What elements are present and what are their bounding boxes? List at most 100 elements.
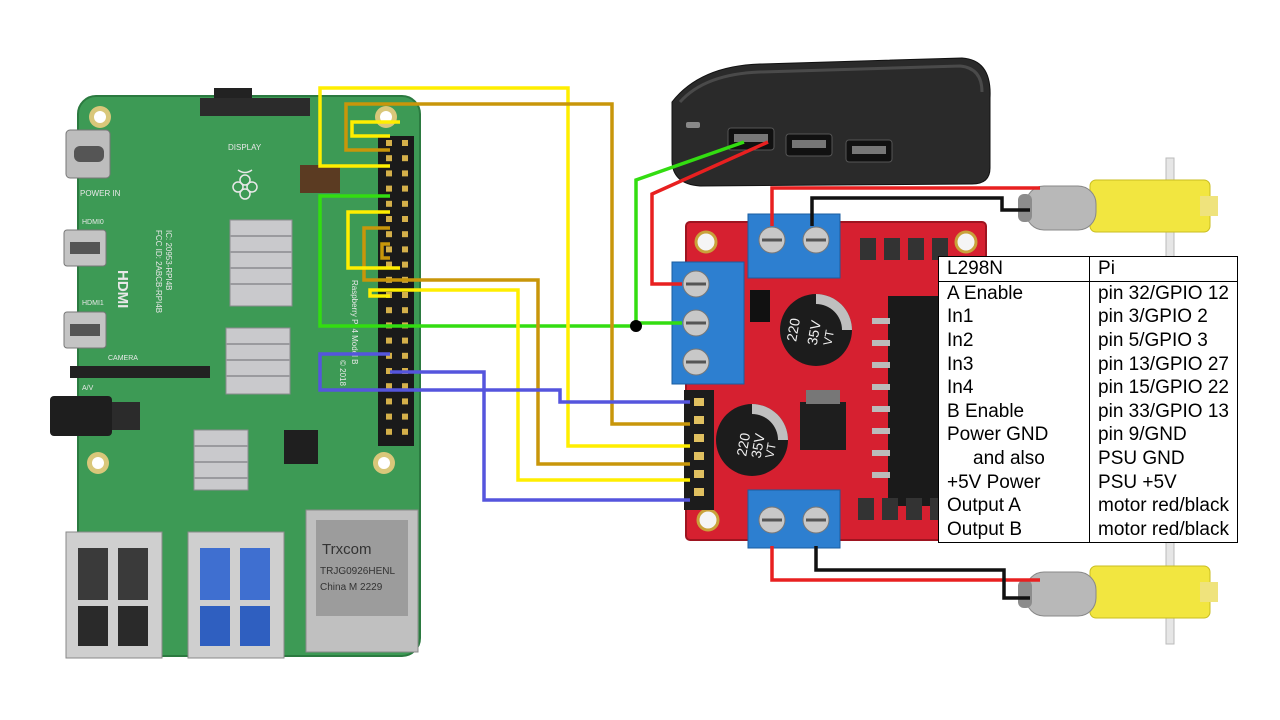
control-header-pin — [694, 488, 704, 496]
hdmi0-label: HDMI0 — [82, 219, 104, 226]
gpio-pin — [386, 398, 392, 405]
gpio-pin — [402, 155, 408, 162]
l298n-pin-cell: Output A — [938, 494, 1091, 518]
gpio-pin — [402, 398, 408, 405]
cpu-heatsink — [229, 219, 293, 307]
l298n-lead — [872, 384, 890, 390]
motor-a-red-wire — [770, 186, 1040, 226]
micro-usb-input — [686, 122, 700, 128]
motor-a-terminal — [747, 213, 841, 279]
gpio-pin — [386, 231, 392, 238]
ethernet-part: TRJG0926HENL — [320, 566, 395, 577]
motor-b — [1018, 539, 1218, 645]
power-bank — [671, 57, 991, 187]
gpio-pin — [402, 261, 408, 268]
gpio-pin — [386, 246, 392, 253]
motor-b-terminal — [747, 489, 841, 549]
capacitor-1-mark: VT — [820, 328, 837, 346]
motor-b-black-wire — [814, 546, 1030, 600]
hdmi1-label: HDMI1 — [82, 300, 104, 307]
pin-table-header-row: L298N Pi — [938, 256, 1238, 282]
gpio-pin — [402, 383, 408, 390]
l298n-lead — [872, 472, 890, 478]
gpio-pin — [386, 216, 392, 222]
l298n-pin-cell: In2 — [938, 329, 1091, 353]
l298n-pin-cell: A Enable — [938, 281, 1091, 306]
gpio-pin — [386, 413, 392, 420]
in1-yellow-wire — [318, 86, 690, 448]
l298n-lead — [872, 362, 890, 368]
gpio-pin — [386, 155, 392, 162]
gpio-pin — [386, 368, 392, 374]
pi-pin-cell: pin 33/GPIO 13 — [1098, 400, 1229, 422]
wires — [318, 86, 1040, 600]
usb2-ports — [65, 531, 163, 659]
motor-a — [1018, 157, 1218, 263]
gpio-pin — [386, 261, 392, 268]
in2-amber-wire — [344, 102, 690, 426]
fcc-label: FCC ID: 2ABCB-RPI4B — [154, 230, 163, 313]
capacitor-2: 220 35V VT — [716, 404, 788, 476]
pin-table-row: B Enable pin 33/GPIO 13 — [938, 399, 1238, 424]
l298n-lead — [872, 318, 890, 324]
pi-column-header: Pi — [1089, 256, 1238, 282]
raspberry-pi-board: DISPLAY POWER IN HDMI0 HDMI1 HDMI FCC ID… — [50, 88, 421, 659]
l298n-pin-cell: In4 — [938, 376, 1091, 400]
gpio-pin — [402, 292, 408, 298]
control-header — [684, 390, 714, 510]
gpio-pin — [402, 170, 408, 177]
gpio-pin — [386, 428, 392, 435]
gpio-pin — [402, 352, 408, 359]
gpio-pin — [386, 170, 392, 177]
gpio-pin — [386, 140, 392, 146]
gnd-junction-dot — [630, 320, 642, 332]
l298n-pin-cell: B Enable — [938, 399, 1091, 424]
gpio-pin — [402, 413, 408, 420]
l298n-pin-cell: and also — [938, 447, 1091, 471]
motor-b-red-wire — [770, 546, 1040, 582]
av-label: A/V — [82, 385, 94, 392]
in4-amber-wire — [380, 242, 390, 260]
5v-jumper — [750, 290, 770, 322]
control-header-pin — [694, 416, 704, 424]
l298n-lead — [872, 428, 890, 434]
mounting-holes — [87, 106, 397, 474]
gpio-pin — [386, 200, 392, 207]
ethernet-controller — [284, 430, 318, 464]
l298n-pin-cell: In3 — [938, 352, 1091, 377]
model-label: Raspberry Pi 4 Model B — [350, 280, 359, 364]
pi-pin-cell: pin 3/GPIO 2 — [1098, 306, 1208, 328]
l298n-lead — [872, 406, 890, 412]
a-enable-blue-wire — [318, 352, 690, 404]
pi-pin-cell: pin 9/GND — [1098, 424, 1187, 446]
l298n-pin-cell: Output B — [938, 517, 1091, 543]
gpio-pin — [402, 337, 408, 344]
l298n-pin-cell: +5V Power — [938, 470, 1091, 495]
gpio-pin — [402, 307, 408, 314]
control-header-pin — [694, 470, 704, 478]
gpio-pin — [402, 140, 408, 146]
wifi-chip — [300, 165, 340, 193]
l298n-pin-cell: Power GND — [938, 423, 1091, 448]
capacitor-2-mark: VT — [762, 441, 779, 459]
in3-amber-wire — [362, 226, 690, 466]
pi-pin-cell: motor red/black — [1098, 518, 1229, 540]
gpio-pin — [402, 185, 408, 192]
raspberry-logo-icon — [232, 169, 258, 200]
control-header-pin — [694, 434, 704, 442]
motor-a-black-wire — [810, 196, 1030, 226]
pi-pin-cell: PSU +5V — [1098, 471, 1177, 493]
gpio-pin — [386, 337, 392, 344]
control-header-pin — [694, 452, 704, 460]
gpio-pin — [386, 352, 392, 359]
gpio-pin — [402, 246, 408, 253]
